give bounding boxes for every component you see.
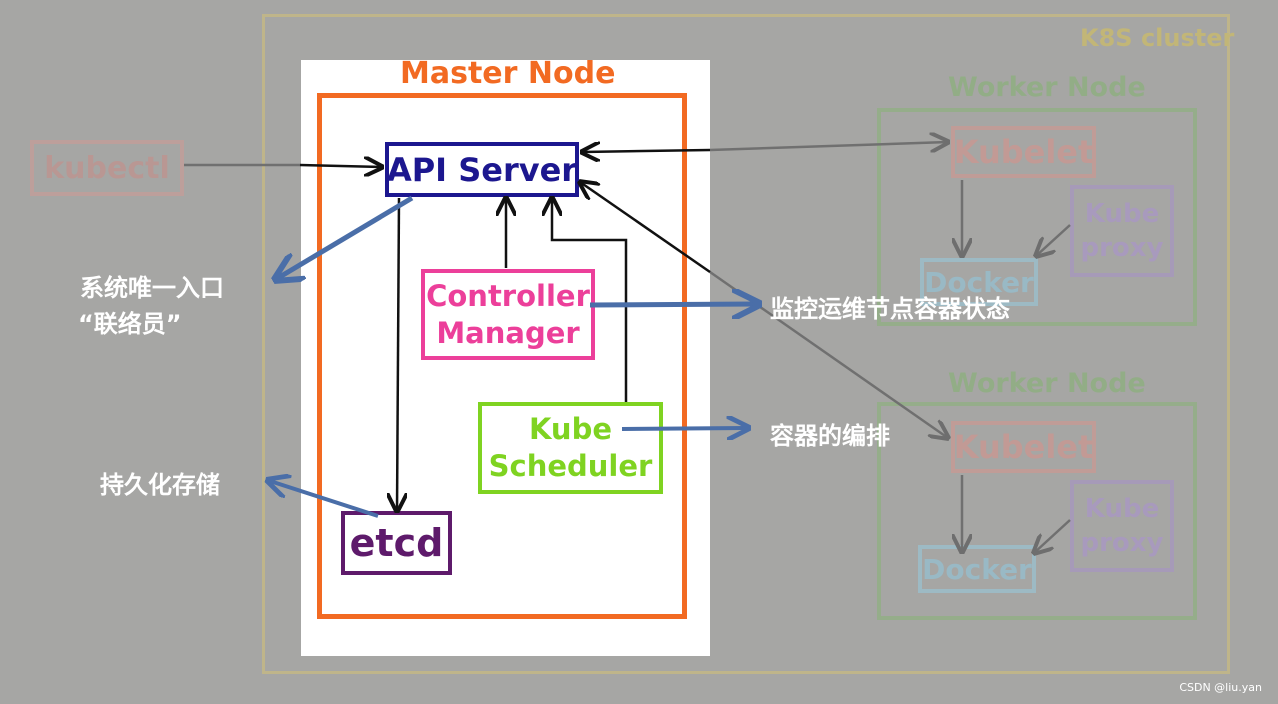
controller-manager-line-2: Manager: [436, 315, 580, 350]
worker-2-kube-proxy: Kube proxy: [1070, 480, 1174, 572]
api-annotation-line-2: “联络员”: [78, 310, 182, 338]
worker-node-2-title: Worker Node: [948, 368, 1146, 399]
controller-manager-box: Controller Manager: [421, 269, 595, 360]
controller-manager-line-1: Controller: [426, 278, 590, 313]
worker-2-proxy-line-1: Kube: [1084, 494, 1160, 524]
worker-2-docker: Docker: [918, 545, 1036, 593]
controller-annotation: 监控运维节点容器状态: [770, 295, 1010, 323]
kubectl-box: kubectl: [30, 140, 184, 196]
worker-2-kubelet: Kubelet: [951, 421, 1096, 473]
master-node-title: Master Node: [400, 56, 616, 91]
worker-2-proxy-line-2: proxy: [1080, 528, 1164, 558]
api-annotation-line-1: 系统唯一入口: [80, 274, 224, 302]
scheduler-annotation: 容器的编排: [770, 422, 890, 450]
etcd-box: etcd: [341, 511, 452, 575]
worker-node-2: [877, 402, 1197, 620]
worker-1-proxy-line-1: Kube: [1084, 199, 1160, 229]
kube-scheduler-line-2: Scheduler: [488, 449, 653, 483]
worker-1-proxy-line-2: proxy: [1080, 233, 1164, 263]
worker-node-1-title: Worker Node: [948, 72, 1146, 103]
worker-1-kube-proxy: Kube proxy: [1070, 185, 1174, 277]
kube-scheduler-box: Kube Scheduler: [478, 402, 663, 494]
api-server-box: API Server: [385, 142, 579, 197]
etcd-annotation: 持久化存储: [100, 471, 220, 499]
worker-node-1: [877, 108, 1197, 326]
cluster-title: K8S cluster: [1080, 24, 1235, 52]
kube-scheduler-line-1: Kube: [528, 412, 613, 446]
watermark: CSDN @liu.yan: [1179, 681, 1262, 694]
k8s-cluster-frame: [262, 14, 1230, 674]
worker-1-kubelet: Kubelet: [951, 126, 1096, 178]
master-node-frame: [317, 93, 687, 619]
